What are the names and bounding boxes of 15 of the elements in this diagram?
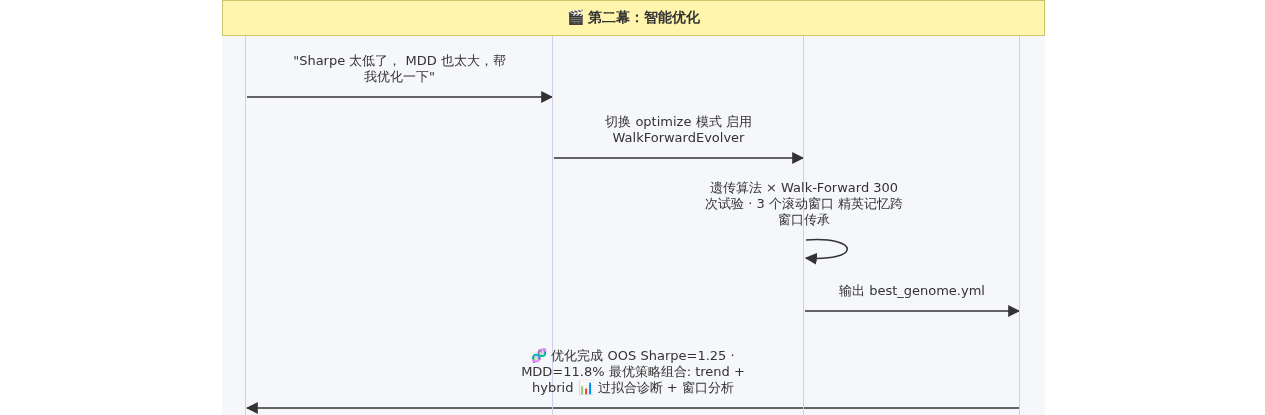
edge-label: 切换 optimize 模式 启用 WalkForwardEvolver — [604, 114, 753, 146]
self-arrow — [804, 238, 848, 265]
note-band: 🎬 第二幕：智能优化 — [222, 0, 1045, 36]
lifeline — [245, 36, 246, 415]
lifeline — [1019, 36, 1020, 415]
arrow — [246, 91, 554, 103]
lifeline — [803, 36, 804, 415]
arrow — [245, 402, 1020, 414]
edge-label: 输出 best_genome.yml — [839, 283, 985, 299]
arrow — [553, 152, 805, 164]
edge-label: "Sharpe 太低了， MDD 也太大，帮我优化一下" — [292, 53, 507, 85]
edge-label: 遗传算法 × Walk-Forward 300 次试验 · 3 个滚动窗口 精英记忆跨窗口传承 — [704, 180, 904, 228]
lifeline — [552, 36, 553, 415]
edge-label: 🧬 优化完成 OOS Sharpe=1.25 · MDD=11.8% 最优策略组合: trend + hybrid 📊 过拟合诊断 + 窗口分析 — [520, 348, 746, 396]
arrow — [804, 305, 1021, 317]
